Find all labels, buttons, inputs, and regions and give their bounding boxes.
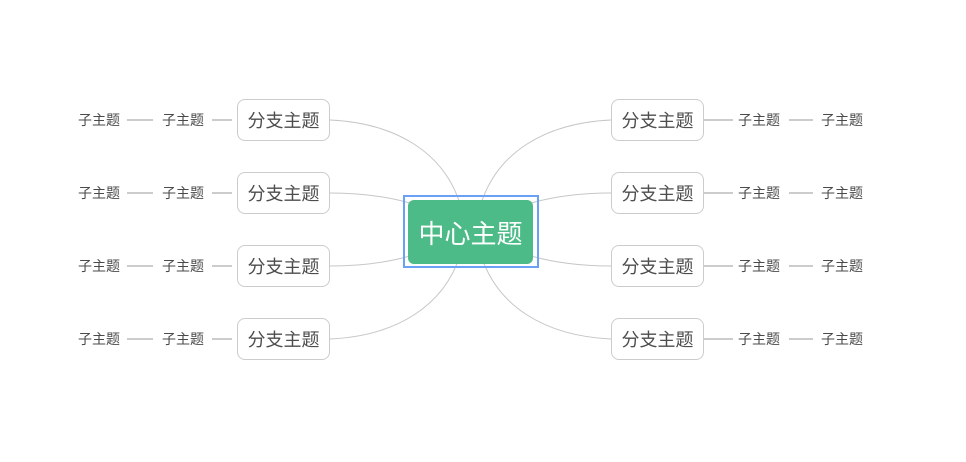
edge-center-left-3 (329, 255, 411, 267)
subtopic-node-left-3-1[interactable]: 子主题 (162, 258, 204, 274)
branch-node-right-4[interactable]: 分支主题 (611, 318, 704, 360)
subtopic-node-right-2-2[interactable]: 子主题 (821, 185, 863, 201)
branch-node-right-3[interactable]: 分支主题 (611, 245, 704, 287)
edge-center-right-1 (479, 119, 612, 208)
subtopic-node-right-3-2[interactable]: 子主题 (821, 258, 863, 274)
subtopic-node-right-1-2[interactable]: 子主题 (821, 112, 863, 128)
branch-node-left-2[interactable]: 分支主题 (237, 172, 330, 214)
branch-node-left-4[interactable]: 分支主题 (237, 318, 330, 360)
subtopic-node-right-4-1[interactable]: 子主题 (738, 331, 780, 347)
subtopic-node-left-2-1[interactable]: 子主题 (162, 185, 204, 201)
edge-center-left-1 (329, 119, 462, 208)
central-topic-node[interactable]: 中心主题 (408, 200, 533, 264)
subtopic-node-left-2-2[interactable]: 子主题 (78, 185, 120, 201)
edge-center-right-3 (530, 255, 612, 267)
branch-node-right-1[interactable]: 分支主题 (611, 99, 704, 141)
subtopic-node-left-3-2[interactable]: 子主题 (78, 258, 120, 274)
subtopic-node-left-4-1[interactable]: 子主题 (162, 331, 204, 347)
subtopic-node-left-1-2[interactable]: 子主题 (78, 112, 120, 128)
branch-node-left-3[interactable]: 分支主题 (237, 245, 330, 287)
subtopic-node-right-4-2[interactable]: 子主题 (821, 331, 863, 347)
branch-node-right-2[interactable]: 分支主题 (611, 172, 704, 214)
edge-center-right-4 (479, 251, 612, 340)
subtopic-node-left-1-1[interactable]: 子主题 (162, 112, 204, 128)
subtopic-node-right-1-1[interactable]: 子主题 (738, 112, 780, 128)
edge-center-right-2 (530, 192, 612, 204)
edge-center-left-2 (329, 192, 411, 204)
subtopic-node-right-2-1[interactable]: 子主题 (738, 185, 780, 201)
selection-box (403, 195, 539, 268)
subtopic-node-right-3-1[interactable]: 子主题 (738, 258, 780, 274)
subtopic-node-left-4-2[interactable]: 子主题 (78, 331, 120, 347)
branch-node-left-1[interactable]: 分支主题 (237, 99, 330, 141)
edge-center-left-4 (329, 251, 462, 340)
